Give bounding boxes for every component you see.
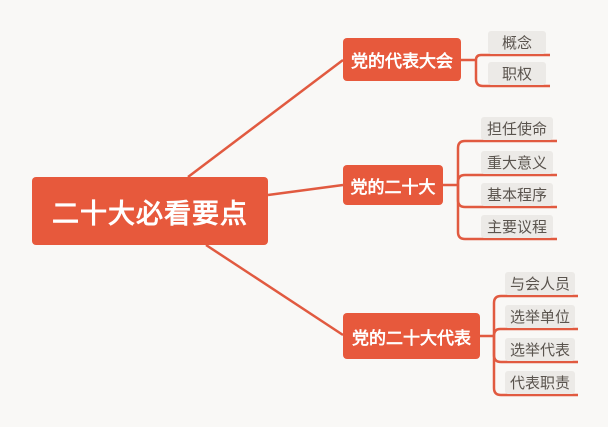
child-node-label: 基本程序 <box>486 187 547 204</box>
child-node-label: 重大意义 <box>486 155 547 172</box>
branch-node-congress-delegates[interactable]: 党的二十大代表 <box>343 313 480 359</box>
child-node-label: 选举单位 <box>509 309 570 326</box>
branch-node-20th-congress[interactable]: 党的二十大 <box>343 165 443 205</box>
root-node[interactable]: 二十大必看要点 <box>32 177 268 245</box>
child-node-label: 主要议程 <box>486 219 547 236</box>
child-node-label: 代表职责 <box>509 375 570 392</box>
child-node[interactable]: 重大意义 <box>481 151 553 174</box>
child-node[interactable]: 基本程序 <box>481 183 553 206</box>
child-node-label: 选举代表 <box>509 342 570 359</box>
child-node[interactable]: 担任使命 <box>481 117 553 140</box>
child-node-label: 职权 <box>501 66 532 83</box>
child-node[interactable]: 代表职责 <box>505 371 575 394</box>
branch-node-party-congress[interactable]: 党的代表大会 <box>343 38 461 81</box>
branch-node-label: 党的代表大会 <box>351 52 453 71</box>
connector-branch-2-child-1 <box>492 327 578 337</box>
branch-node-label: 党的二十大 <box>350 177 436 197</box>
child-node[interactable]: 选举代表 <box>505 338 575 361</box>
child-node-label: 与会人员 <box>509 276 570 293</box>
connector-root-to-branch-2 <box>205 243 344 337</box>
branch-node-label: 党的二十大代表 <box>352 328 471 348</box>
root-node-label: 二十大必看要点 <box>52 198 248 229</box>
connector-root-to-branch-0 <box>187 59 344 178</box>
child-node[interactable]: 概念 <box>488 31 546 54</box>
child-node-label: 担任使命 <box>486 121 547 138</box>
child-node[interactable]: 选举单位 <box>505 305 575 328</box>
connector-root-to-branch-1 <box>267 183 344 197</box>
connector-branch-0-child-0 <box>474 53 550 61</box>
child-node[interactable]: 主要议程 <box>481 215 553 238</box>
child-node[interactable]: 与会人员 <box>505 272 575 295</box>
child-node[interactable]: 职权 <box>488 62 546 85</box>
child-node-label: 概念 <box>501 35 532 52</box>
